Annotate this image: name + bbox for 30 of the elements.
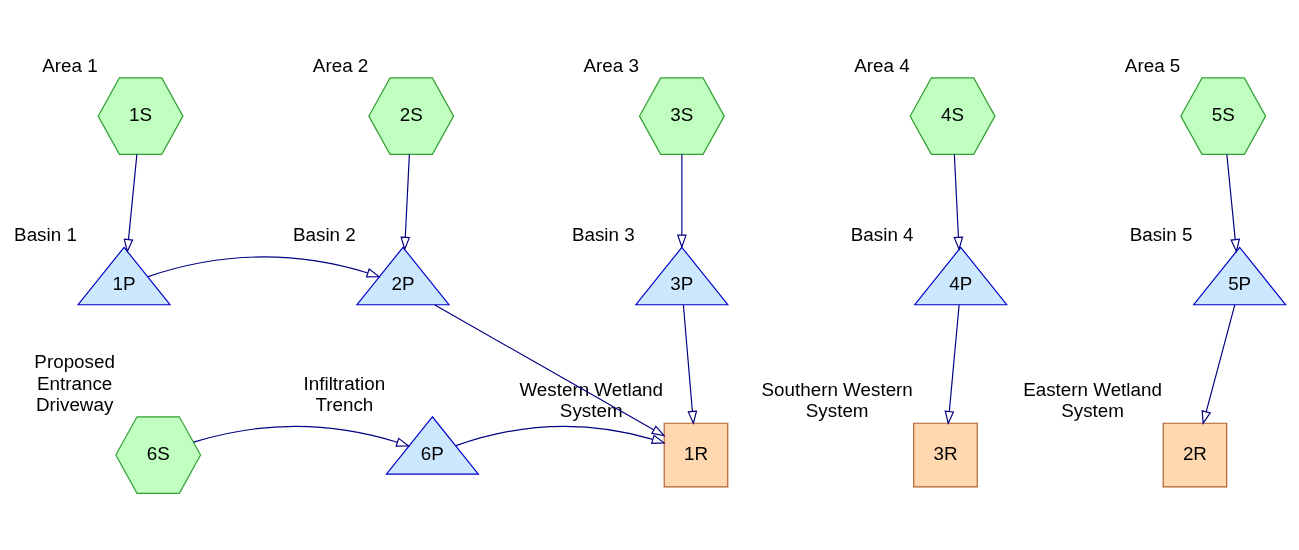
node-label: Basin 5 [1129, 224, 1193, 246]
arrow [455, 425, 666, 447]
arrow [676, 153, 687, 249]
arrow [1226, 153, 1241, 254]
arrow [1201, 304, 1236, 425]
node-box: 1R [663, 422, 729, 488]
node-label: Basin 4 [850, 224, 914, 246]
node-label: Area 5 [1124, 54, 1181, 76]
node-label: Eastern Wetland System [1023, 378, 1162, 422]
node-box: 2R [1162, 422, 1228, 488]
node-label: Basin 1 [14, 224, 77, 246]
arrow [434, 304, 666, 437]
node-label: Area 4 [854, 54, 910, 76]
arrow [944, 304, 960, 426]
arrow [953, 153, 964, 251]
node-label: Basin 2 [293, 224, 356, 246]
arrow [192, 425, 411, 447]
node-label: Western Wetland System [519, 378, 664, 422]
node-label: Proposed Entrance Driveway [34, 351, 115, 415]
arrow [147, 256, 381, 278]
node-label: Area 2 [312, 54, 369, 76]
node-label: Area 1 [42, 54, 98, 76]
arrow [123, 153, 138, 254]
node-label: Infiltration Trench [303, 372, 386, 415]
node-box: 3R [913, 422, 978, 488]
node-label: Southern Western System [761, 378, 913, 422]
arrow [400, 153, 411, 251]
node-label: Area 3 [583, 54, 639, 76]
arrow [682, 304, 698, 426]
node-label: Basin 3 [571, 224, 635, 246]
